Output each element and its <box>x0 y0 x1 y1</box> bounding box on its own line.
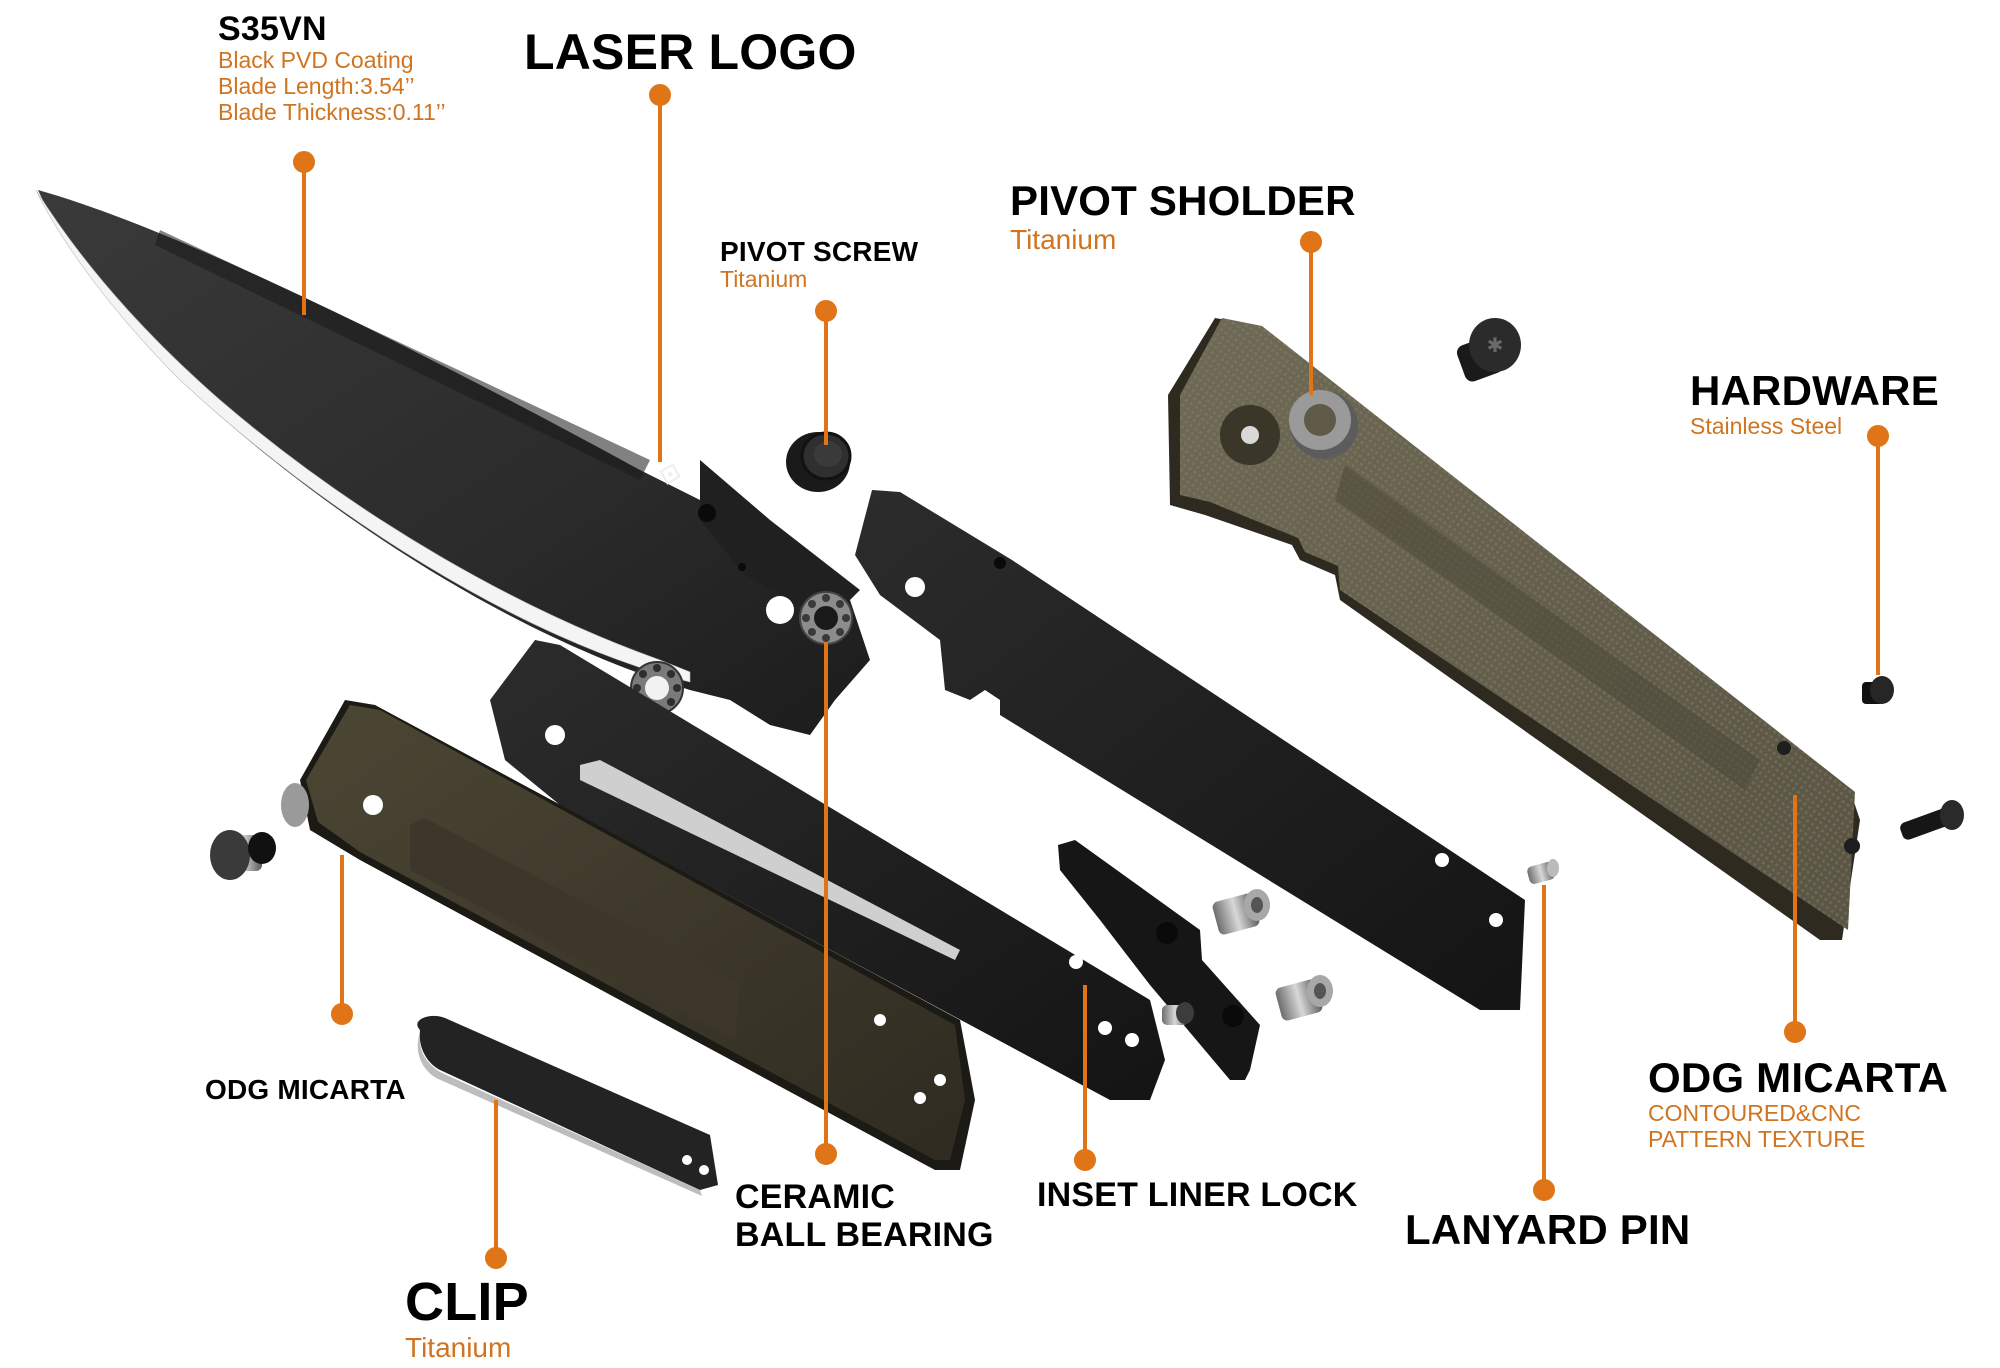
callout-scale-right: ODG MICARTA CONTOURED&CNC PATTERN TEXTUR… <box>1648 1054 1948 1153</box>
scale-right-title: ODG MICARTA <box>1648 1054 1949 1101</box>
leader-scale-right <box>1784 795 1806 1043</box>
ball-bearing-title-2: BALL BEARING <box>735 1216 994 1255</box>
lanyard-pin <box>1527 859 1559 884</box>
blade-thickness: Blade Thickness:0.11’’ <box>218 98 446 125</box>
pivot-screw <box>786 431 852 492</box>
pivot-washer <box>1289 390 1358 459</box>
leader-pivot-sholder <box>1300 231 1322 395</box>
pivot-screw-material: Titanium <box>720 266 808 293</box>
leader-hardware <box>1867 425 1889 675</box>
scale-left <box>300 700 975 1170</box>
callout-liner-lock: INSET LINER LOCK <box>1037 1176 1358 1214</box>
clip-material: Titanium <box>405 1332 512 1364</box>
callout-lanyard-pin: LANYARD PIN <box>1405 1206 1690 1253</box>
leader-blade <box>293 151 315 315</box>
callout-scale-left: ODG MICARTA <box>205 1074 406 1105</box>
leader-laser-logo <box>649 84 671 462</box>
scale-right-detail-2: PATTERN TEXTURE <box>1648 1125 1866 1152</box>
callout-ball-bearing: CERAMIC BALL BEARING <box>735 1178 994 1254</box>
spacer-b <box>1275 975 1333 1021</box>
hardware-title: HARDWARE <box>1690 367 1939 414</box>
blade-coating: Black PVD Coating <box>218 47 414 74</box>
pivot-sholder-title: PIVOT SHOLDER <box>1010 177 1356 224</box>
lock-bar <box>1058 840 1260 1080</box>
lanyard-pin-title: LANYARD PIN <box>1405 1206 1691 1253</box>
screw-left <box>210 783 309 880</box>
leader-liner-lock <box>1074 985 1096 1171</box>
spacer-a <box>1212 889 1270 935</box>
leader-scale-left <box>331 855 353 1025</box>
scale-left-title: ODG MICARTA <box>205 1074 406 1105</box>
blade-title: S35VN <box>218 10 327 48</box>
callout-blade: S35VN Black PVD Coating Blade Length:3.5… <box>218 10 446 125</box>
scale-right-detail-1: CONTOURED&CNC <box>1648 1100 1861 1127</box>
leader-lanyard-pin <box>1533 885 1555 1201</box>
leader-pivot-screw <box>815 300 837 445</box>
screw-small <box>1162 1002 1194 1025</box>
screw-top: ✱ <box>1456 318 1521 382</box>
leader-clip <box>485 1100 507 1269</box>
hardware-material: Stainless Steel <box>1690 413 1843 440</box>
svg-text:✱: ✱ <box>1487 333 1504 357</box>
ball-bearing-title-1: CERAMIC <box>735 1178 896 1216</box>
callout-pivot-sholder: PIVOT SHOLDER Titanium <box>1010 177 1356 255</box>
blade: ⊡ <box>35 189 870 735</box>
laser-logo-title: LASER LOGO <box>524 24 857 80</box>
callout-pivot-screw: PIVOT SCREW Titanium <box>720 236 918 293</box>
blade-length: Blade Length:3.54’’ <box>218 72 415 99</box>
scale-right <box>1168 318 1860 940</box>
callout-laser-logo: LASER LOGO <box>524 24 857 80</box>
leader-ball-bearing <box>815 642 837 1165</box>
pivot-screw-title: PIVOT SCREW <box>720 236 919 267</box>
pivot-sholder-material: Titanium <box>1010 224 1117 256</box>
liner-lock-title: INSET LINER LOCK <box>1037 1176 1358 1214</box>
screw-right-b <box>1900 800 1964 840</box>
clip-title: CLIP <box>405 1272 529 1332</box>
callout-hardware: HARDWARE Stainless Steel <box>1690 367 1939 440</box>
bearing-a <box>799 591 853 645</box>
clip <box>417 1015 718 1196</box>
screw-right-a <box>1862 676 1894 704</box>
callout-clip: CLIP Titanium <box>405 1272 529 1364</box>
liner-right <box>855 490 1525 1010</box>
